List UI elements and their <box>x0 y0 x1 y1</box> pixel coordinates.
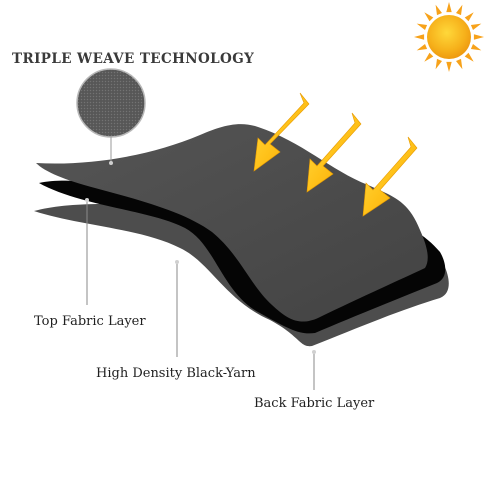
sun-ray <box>435 4 442 16</box>
sun-ray <box>446 61 452 72</box>
sun-ray-arrows <box>253 92 418 217</box>
sun-ray <box>424 52 434 62</box>
sun-ray <box>473 34 484 40</box>
sun-ray-arrow-icon <box>362 136 418 217</box>
callout-black-yarn <box>175 260 179 357</box>
fabric-swatch-icon <box>76 68 146 138</box>
sun-ray <box>435 58 442 70</box>
callout-top-layer <box>85 198 89 305</box>
callout-back-layer <box>312 350 316 390</box>
sun-ray <box>464 52 474 62</box>
sun-ray <box>414 34 425 40</box>
label-back-fabric-layer: Back Fabric Layer <box>254 396 375 411</box>
sun-ray <box>456 4 463 16</box>
sun-ray <box>464 12 474 22</box>
sun-ray <box>416 23 428 30</box>
sun-ray <box>416 44 428 51</box>
callout-swatch <box>109 137 113 165</box>
sun-ray <box>456 58 463 70</box>
sun-ray <box>446 2 452 13</box>
label-black-yarn-layer: High Density Black-Yarn <box>96 366 256 381</box>
sun-ray-arrow-icon <box>253 92 310 172</box>
sun-ray <box>424 12 434 22</box>
sun-ray-arrow-icon <box>306 112 362 193</box>
label-top-fabric-layer: Top Fabric Layer <box>34 314 146 329</box>
diagram-title: TRIPLE WEAVE TECHNOLOGY <box>12 51 255 67</box>
sun-icon <box>414 2 484 72</box>
sun-ray <box>470 44 482 51</box>
sun-ray <box>470 23 482 30</box>
